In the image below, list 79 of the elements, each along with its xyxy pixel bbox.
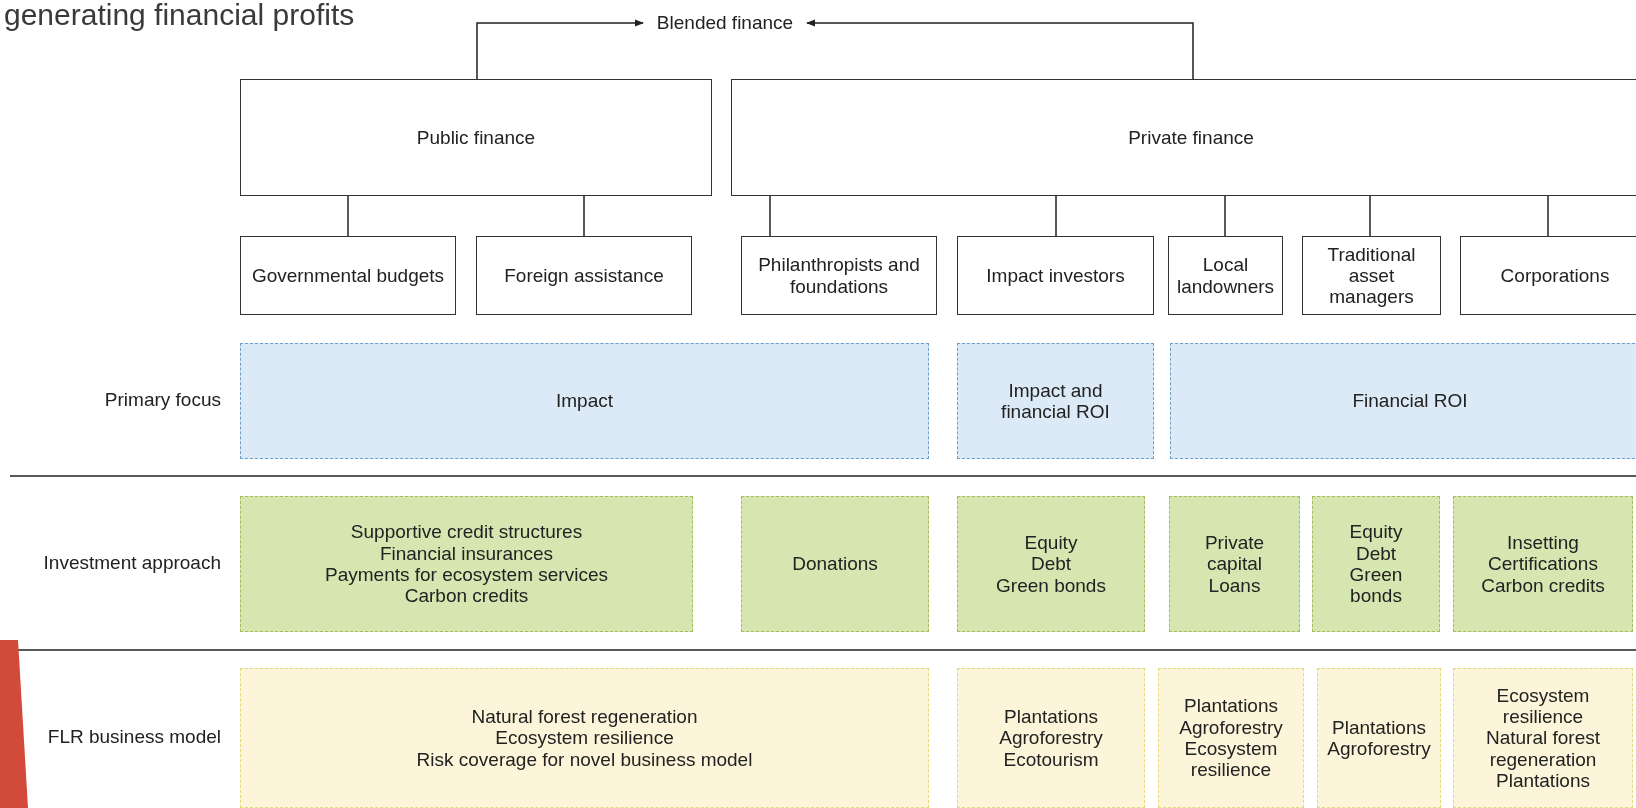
box-text: Agroforestry <box>1327 738 1431 760</box>
node-label: Blended finance <box>656 12 794 34</box>
box-text: Financial ROI <box>1352 390 1468 412</box>
category-box <box>240 79 712 196</box>
box-text: Natural forest regeneration <box>1484 727 1601 770</box>
connector-line <box>1055 195 1057 237</box>
box-text: Agroforestry <box>999 727 1103 749</box>
row-label: Investment approach <box>43 552 221 574</box>
box-text: Ecotourism <box>1003 748 1099 770</box>
box-text: Impact investors <box>986 264 1125 287</box>
box-text: Agroforestry <box>1179 716 1283 738</box>
focus-box <box>240 343 929 459</box>
box-text: Governmental budgets <box>251 264 445 287</box>
box-text: Public finance <box>416 126 536 149</box>
box-text: Certifications <box>1488 553 1598 575</box>
approach-box <box>957 496 1145 632</box>
approach-box <box>1312 496 1440 632</box>
box-text: Loans <box>1208 574 1261 596</box>
arrow <box>476 19 644 80</box>
category-box <box>731 79 1636 196</box>
box-text: Private capital <box>1203 532 1266 575</box>
business-model-box <box>1317 668 1441 808</box>
category-box <box>1302 236 1441 315</box>
box-text: Plantations <box>1004 706 1098 728</box>
box-text: Local landowners <box>1175 254 1276 297</box>
category-box <box>1460 236 1636 315</box>
approach-box <box>1169 496 1300 632</box>
box-text: Impact and financial ROI <box>1000 379 1111 423</box>
box-text: Green bonds <box>1348 564 1404 607</box>
box-text: Philanthropists and foundations <box>757 254 921 297</box>
category-box <box>957 236 1154 315</box>
box-text: Debt <box>1030 553 1072 575</box>
box-text: Equity <box>1024 532 1078 554</box>
business-model-box <box>1453 668 1633 808</box>
box-text: Supportive credit structures <box>350 521 583 543</box>
connector-line <box>347 195 349 237</box>
box-text: Financial insurances <box>379 542 554 564</box>
business-model-box <box>240 668 929 808</box>
category-box <box>1168 236 1283 315</box>
box-text: Risk coverage for novel business model <box>416 748 753 770</box>
box-text: Debt <box>1355 542 1397 564</box>
business-model-box <box>957 668 1145 808</box>
box-text: Carbon credits <box>1481 574 1605 596</box>
focus-box <box>957 343 1154 459</box>
box-text: Payments for ecosystem services <box>325 564 608 586</box>
box-text: Green bonds <box>996 574 1106 596</box>
category-box <box>240 236 456 315</box>
box-text: Carbon credits <box>404 585 529 607</box>
box-text: Natural forest regeneration <box>471 706 698 728</box>
arrow <box>806 19 1194 80</box>
box-text: Donations <box>792 553 878 575</box>
box-text: Plantations <box>1332 716 1426 738</box>
row-label: FLR business model <box>47 726 221 748</box>
category-box <box>741 236 937 315</box>
connector-line <box>769 195 771 237</box>
connector-line <box>583 195 585 237</box>
approach-box <box>240 496 693 632</box>
approach-box <box>741 496 929 632</box>
connector-line <box>1369 195 1371 237</box>
box-text: Corporations <box>1500 264 1610 287</box>
box-text: Plantations <box>1184 695 1278 717</box>
box-text: Traditional asset managers <box>1326 243 1417 308</box>
box-text: Ecosystem resilience <box>1495 684 1591 728</box>
row-label: Primary focus <box>104 389 221 411</box>
box-text: Insetting <box>1507 532 1579 554</box>
box-text: Equity <box>1349 521 1403 543</box>
box-text: Foreign assistance <box>504 264 664 287</box>
focus-box <box>1170 343 1636 459</box>
box-text: Ecosystem resilience <box>1183 738 1279 781</box>
box-text: Impact <box>556 390 613 412</box>
box-text: Private finance <box>1128 126 1254 149</box>
heading-text: generating financial profits <box>4 0 355 32</box>
box-text: Plantations <box>1496 769 1590 792</box>
approach-box <box>1453 496 1633 632</box>
category-box <box>476 236 692 315</box>
box-text: Ecosystem resilience <box>495 727 674 749</box>
business-model-box <box>1158 668 1304 808</box>
connector-line <box>1547 195 1549 237</box>
connector-line <box>1224 195 1226 237</box>
